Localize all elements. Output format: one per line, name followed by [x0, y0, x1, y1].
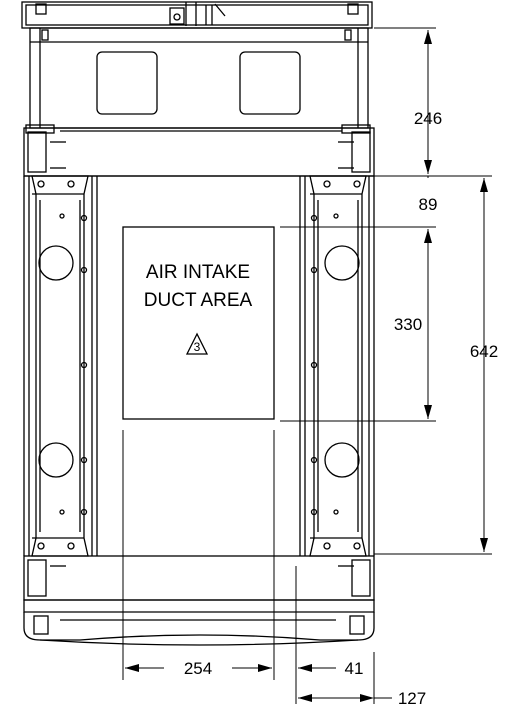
extension-lines: [122, 27, 492, 704]
lower-band: [23, 555, 375, 646]
upper-band: [23, 127, 375, 177]
dimension-lines: [125, 30, 485, 699]
dimension-labels: 246 89 330 642 254 41 127: [184, 109, 498, 708]
duct-label-line1: AIR INTAKE: [146, 262, 250, 283]
dim-side-offset: 41: [345, 659, 364, 678]
inner-slots: [80, 214, 318, 516]
duct-label: AIR INTAKE DUCT AREA 3: [144, 262, 253, 354]
dim-top-height: 246: [414, 109, 442, 128]
top-housing: [21, 1, 373, 134]
dim-gap: 89: [419, 195, 438, 214]
left-rail: [31, 175, 89, 557]
dim-duct-height: 330: [394, 315, 422, 334]
right-rail: [309, 175, 367, 557]
duct-label-line2: DUCT AREA: [144, 290, 253, 311]
arrowheads: [125, 30, 488, 702]
dim-duct-width: 254: [184, 659, 212, 678]
dim-side-width: 127: [398, 689, 426, 708]
air-intake-duct: [122, 226, 275, 420]
dim-total-height: 642: [470, 342, 498, 361]
note-number: 3: [194, 340, 201, 354]
cabinet-frame: [23, 176, 375, 556]
